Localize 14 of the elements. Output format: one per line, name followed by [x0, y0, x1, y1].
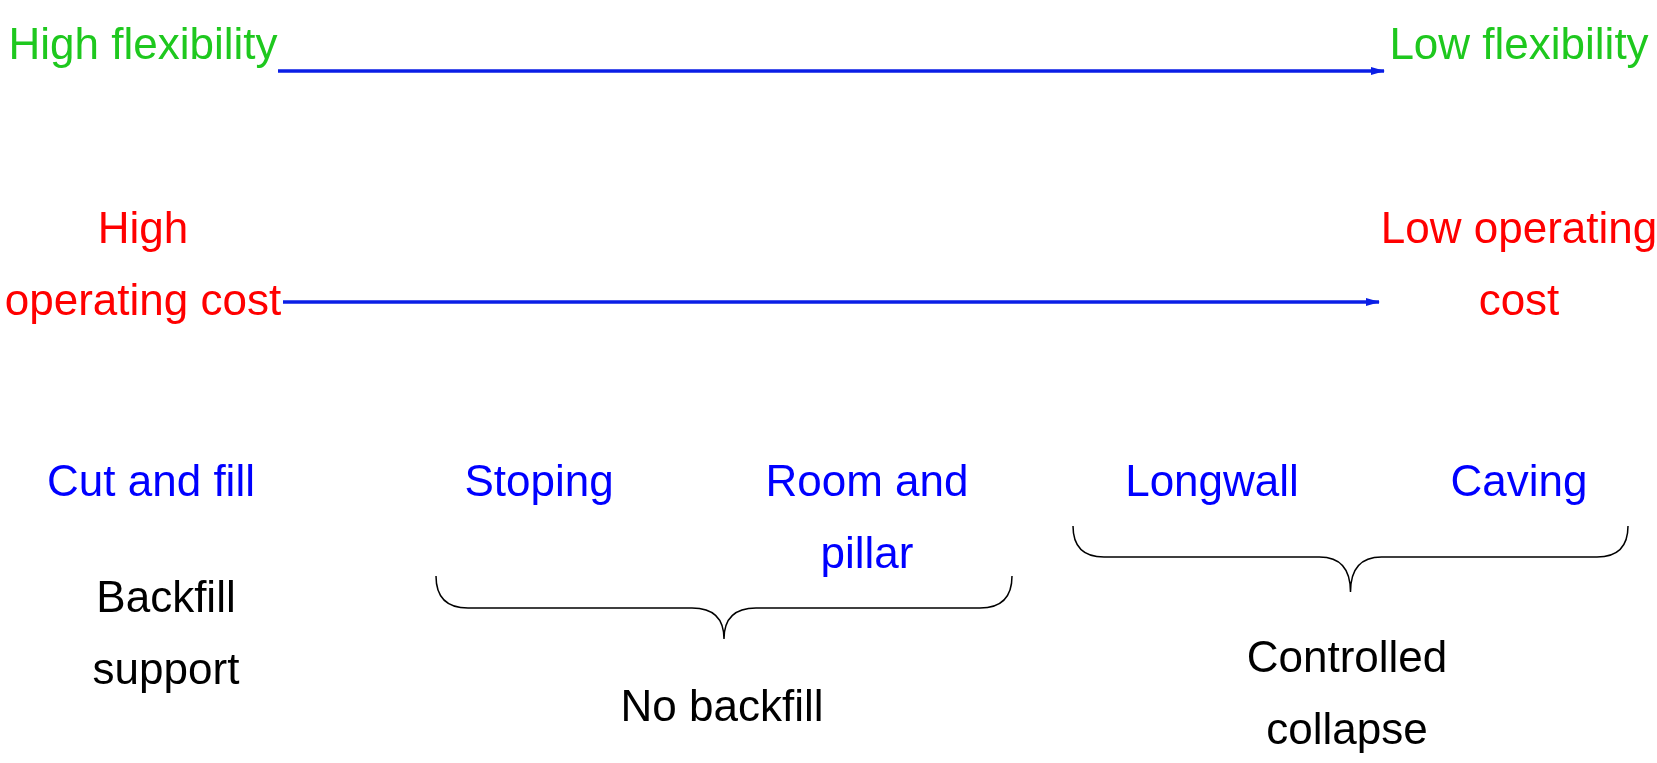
category-label: Backfill support	[91, 571, 241, 695]
arrow	[278, 67, 1385, 75]
method-label: Stoping	[463, 455, 615, 507]
axis-end-label: High operating cost	[3, 192, 283, 336]
method-label: Caving	[1449, 455, 1589, 507]
category-label: No backfill	[619, 680, 825, 732]
method-label: Room and pillar	[764, 455, 970, 579]
method-label: Cut and fill	[46, 455, 256, 507]
arrow	[283, 298, 1380, 306]
axis-end-label: Low operating cost	[1379, 192, 1657, 336]
axis-end-label: High flexibility	[8, 8, 278, 80]
axis-end-label: Low flexibility	[1384, 8, 1654, 80]
category-label: Controlled collapse	[1245, 631, 1449, 755]
method-label: Longwall	[1124, 455, 1300, 507]
